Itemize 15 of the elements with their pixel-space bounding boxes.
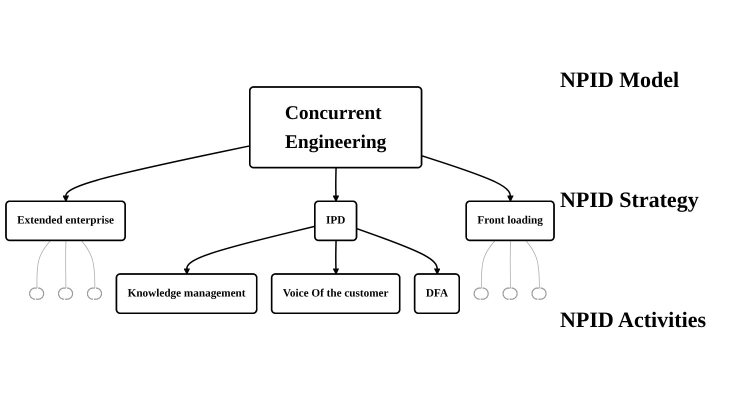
arrow: [332, 168, 340, 202]
level-label: NPID Activities: [560, 307, 708, 333]
connector: [481, 240, 496, 289]
arrow: [422, 154, 514, 202]
connector: [526, 240, 540, 289]
arrow: [184, 225, 316, 275]
arrow: [356, 228, 440, 275]
connector: [65, 240, 66, 289]
arrow: [332, 240, 340, 275]
level-label: NPID Model: [560, 67, 680, 93]
connector: [81, 240, 96, 289]
level-label: NPID Strategy: [560, 187, 700, 213]
arrow: [62, 145, 250, 202]
connector: [36, 240, 51, 289]
connector: [510, 240, 511, 289]
